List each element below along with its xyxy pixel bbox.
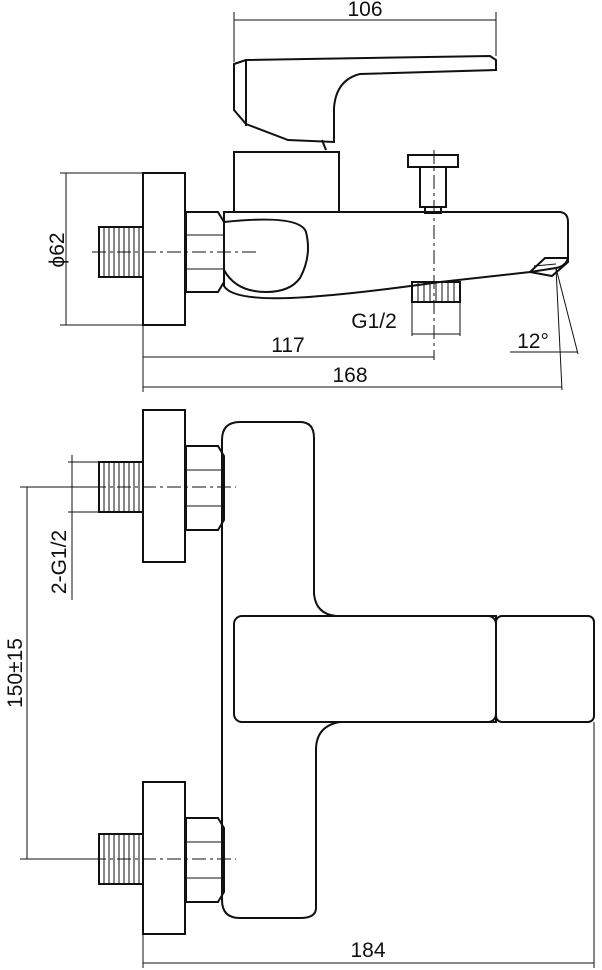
dim-top-width-label: 106 bbox=[347, 0, 382, 21]
dim-total-depth: 168 bbox=[143, 364, 562, 388]
dim-inlet-thread-label: 2-G1/2 bbox=[48, 530, 71, 594]
front-mixer-body bbox=[221, 421, 497, 919]
side-lever-stem bbox=[233, 151, 340, 213]
front-lower-flange bbox=[142, 781, 186, 935]
dim-total-depth-label: 168 bbox=[332, 364, 367, 387]
dim-inlet-spacing: 150±15 bbox=[4, 486, 92, 860]
front-lever-handle bbox=[233, 615, 595, 723]
dim-diameter-label: ϕ62 bbox=[46, 232, 69, 267]
front-view: 2-G1/2 150±15 184 bbox=[4, 409, 595, 968]
side-mixer-body bbox=[223, 211, 569, 300]
side-outlet-thread bbox=[411, 281, 461, 303]
side-spout-aerator bbox=[527, 257, 569, 278]
dim-top-width: 106 bbox=[233, 0, 497, 62]
dim-outlet-thread: G1/2 bbox=[351, 302, 461, 336]
dim-outlet-thread-label: G1/2 bbox=[351, 310, 397, 333]
side-diverter-knob bbox=[407, 154, 459, 214]
dim-inlet-thread: 2-G1/2 bbox=[48, 455, 99, 600]
dim-front-width-label: 184 bbox=[350, 939, 385, 962]
dim-spout-depth-label: 117 bbox=[271, 334, 304, 357]
dim-inlet-spacing-label: 150±15 bbox=[4, 638, 27, 708]
side-lever-handle bbox=[233, 54, 497, 144]
dim-angle: 12° bbox=[510, 267, 579, 391]
dim-spout-depth: 117 bbox=[142, 325, 434, 392]
front-upper-hex-nut bbox=[185, 445, 225, 531]
front-lower-hex-nut bbox=[185, 817, 225, 903]
dim-front-width: 184 bbox=[142, 722, 595, 968]
dim-diameter: ϕ62 bbox=[46, 172, 143, 326]
dim-angle-label: 12° bbox=[517, 330, 549, 353]
front-upper-flange bbox=[142, 409, 186, 563]
side-view: ϕ62 106 G1/2 117 12° bbox=[46, 0, 579, 392]
side-wall-flange bbox=[142, 172, 186, 326]
